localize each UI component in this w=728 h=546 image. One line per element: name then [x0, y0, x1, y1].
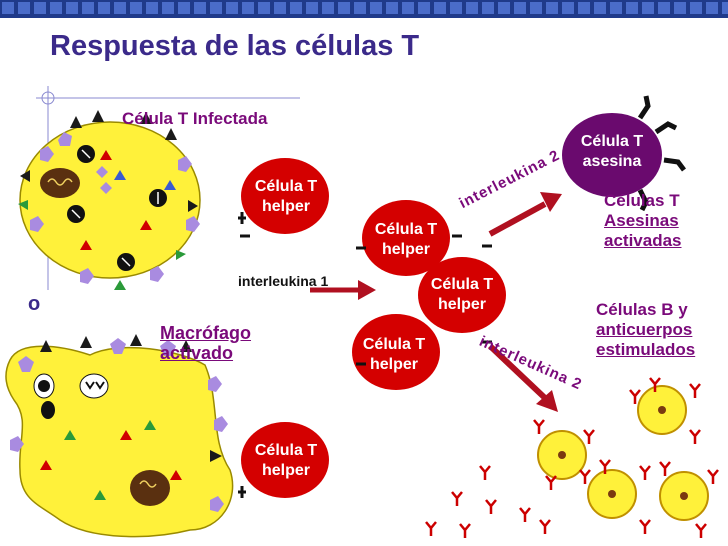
helper-t-cell-2 — [362, 200, 450, 276]
b-cell-1 — [537, 430, 587, 480]
top-pattern-bar — [0, 0, 728, 22]
infected-cell — [18, 110, 201, 290]
bcells-label: Células B y anticuerpos estimulados — [596, 300, 696, 359]
antibodies — [425, 377, 719, 538]
macrophage-label: Macrófago activado — [160, 323, 252, 363]
activated-killers-label: Células T Asesinas activadas — [604, 191, 682, 250]
b-cell-4 — [659, 471, 709, 521]
b-cell-2 — [637, 385, 687, 435]
interleukin1-label: interleukina 1 — [238, 273, 329, 289]
arrow-to-killer — [488, 192, 562, 237]
side-mark: o — [28, 293, 41, 315]
helper-t-cell-4 — [352, 314, 440, 390]
page-title: Respuesta de las células T — [50, 30, 420, 62]
arrow-interleukin-1 — [310, 280, 376, 300]
macrophage — [5, 334, 234, 538]
infected-cell-label: Célula T Infectada — [122, 109, 268, 128]
helper-t-cell-1 — [238, 158, 329, 234]
b-cell-3 — [587, 469, 637, 519]
helper-t-cell-3 — [418, 257, 506, 333]
helper-t-cell-5 — [238, 422, 329, 498]
killer-t-cell — [562, 95, 686, 212]
arrow-to-bcells — [487, 343, 558, 412]
